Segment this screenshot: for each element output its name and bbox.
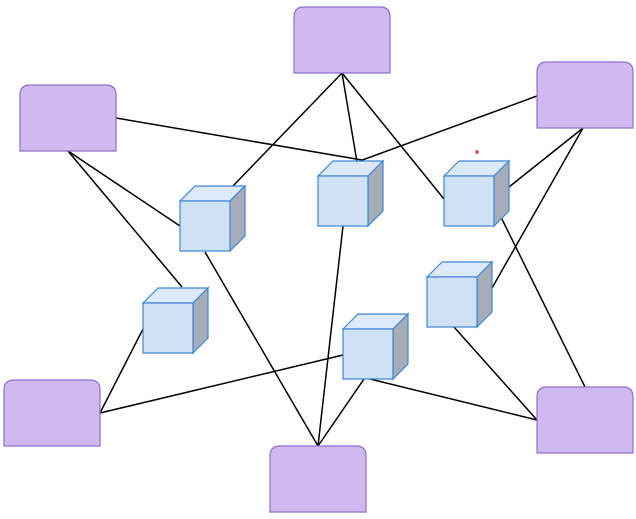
edge-t-top-c3	[341, 72, 445, 200]
edge-t-top-c2	[341, 72, 358, 163]
cube-front-face	[142, 302, 194, 354]
edge-t-left-upper-c2	[115, 117, 363, 161]
cube-c5	[425, 260, 494, 329]
edge-t-right-upper-c5	[491, 127, 584, 289]
edge-t-left-upper-c4	[67, 150, 183, 288]
cube-c1	[178, 184, 247, 253]
cube-front-face	[342, 328, 394, 380]
cube-c6	[341, 312, 410, 381]
terminal-t-top	[293, 6, 391, 74]
edge-t-bottom-c2	[317, 225, 344, 447]
nodes-layer	[3, 6, 634, 513]
cube-front-face	[179, 200, 231, 252]
cube-front-face	[443, 175, 495, 227]
terminal-t-bottom	[269, 445, 367, 513]
edges-layer	[67, 72, 586, 447]
terminal-t-left-upper	[19, 84, 117, 152]
red-dot-marker	[475, 150, 479, 154]
edge-t-left-upper-c1	[67, 150, 181, 227]
edge-t-bottom-c1	[204, 251, 319, 447]
cube-front-face	[317, 175, 369, 227]
edge-t-bottom-c6	[317, 378, 365, 447]
terminal-t-right-lower	[536, 386, 634, 454]
edge-t-right-lower-c6	[369, 378, 538, 421]
cube-front-face	[426, 276, 478, 328]
cube-c2	[316, 159, 385, 228]
edge-t-left-lower-c4	[99, 328, 144, 414]
terminal-t-right-upper	[536, 61, 634, 129]
edge-t-right-upper-c3	[508, 127, 584, 188]
terminal-t-left-lower	[3, 379, 101, 447]
edge-t-right-upper-c2	[356, 95, 538, 163]
cube-c3	[442, 159, 511, 228]
edge-t-right-lower-c5	[453, 326, 538, 421]
edge-t-top-c1	[231, 72, 343, 188]
cube-c4	[141, 286, 210, 355]
edge-t-left-lower-c6	[99, 354, 344, 414]
edge-t-right-lower-c3	[493, 202, 586, 388]
